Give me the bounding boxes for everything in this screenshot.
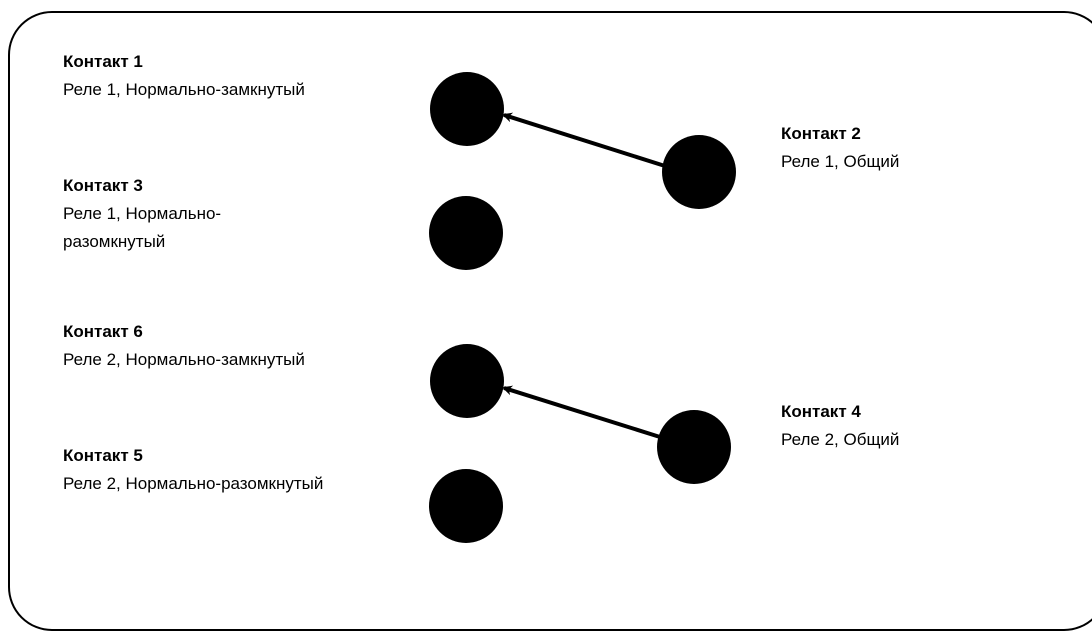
contact-1-title: Контакт 1	[63, 52, 143, 71]
contact-6-label: Контакт 6 Реле 2, Нормально-замкнутый	[63, 318, 403, 374]
contact-1-node	[430, 72, 504, 146]
relay-contacts-diagram	[429, 72, 736, 543]
contact-5-node	[429, 469, 503, 543]
contact-4-node	[657, 410, 731, 484]
contact-2-desc: Реле 1, Общий	[781, 152, 900, 171]
contact-4-desc: Реле 2, Общий	[781, 430, 900, 449]
contact-5-label: Контакт 5 Реле 2, Нормально-разомкнутый	[63, 442, 423, 498]
contact-1-desc: Реле 1, Нормально-замкнутый	[63, 80, 305, 99]
contact-6-desc: Реле 2, Нормально-замкнутый	[63, 350, 305, 369]
contact-2-label: Контакт 2 Реле 1, Общий	[781, 120, 1041, 176]
contact-6-node	[430, 344, 504, 418]
contact-5-title: Контакт 5	[63, 446, 143, 465]
relay-2-arrow	[502, 385, 661, 439]
contact-4-title: Контакт 4	[781, 402, 861, 421]
relay-1-arrow	[502, 112, 666, 168]
contact-1-label: Контакт 1 Реле 1, Нормально-замкнутый	[63, 48, 403, 104]
contact-3-desc: Реле 1, Нормально-разомкнутый	[63, 204, 222, 251]
contact-4-label: Контакт 4 Реле 2, Общий	[781, 398, 1041, 454]
contact-3-label: Контакт 3 Реле 1, Нормально-разомкнутый	[63, 172, 293, 256]
contact-5-desc: Реле 2, Нормально-разомкнутый	[63, 474, 324, 493]
contact-6-title: Контакт 6	[63, 322, 143, 341]
contact-2-title: Контакт 2	[781, 124, 861, 143]
contact-3-title: Контакт 3	[63, 176, 143, 195]
contact-2-node	[662, 135, 736, 209]
contact-3-node	[429, 196, 503, 270]
